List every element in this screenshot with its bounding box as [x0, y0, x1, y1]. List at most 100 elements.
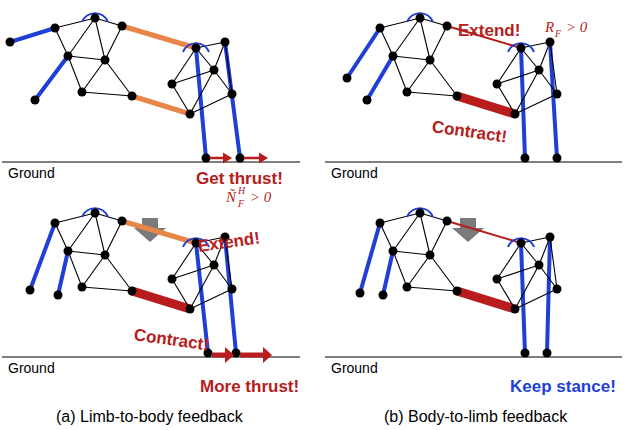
robot	[26, 208, 273, 363]
mass-point	[426, 56, 435, 65]
mass-point	[389, 52, 398, 61]
truss	[393, 56, 407, 92]
truss	[393, 56, 430, 60]
truss	[68, 251, 105, 255]
foot	[26, 286, 35, 295]
mass-point	[91, 209, 100, 218]
mass-point	[64, 247, 73, 256]
mass-point	[186, 110, 195, 119]
mass-point	[511, 305, 520, 314]
mass-point	[416, 209, 425, 218]
callout-text: Keep stance!	[510, 378, 616, 395]
ground-line	[325, 161, 622, 162]
mass-point	[78, 283, 87, 292]
truss	[172, 48, 196, 84]
leg	[547, 237, 550, 353]
mass-point	[376, 219, 385, 228]
math-subscript: F	[238, 199, 244, 209]
mass-point	[403, 283, 412, 292]
mass-point	[128, 92, 137, 101]
mass-point	[453, 92, 462, 101]
foot	[31, 96, 40, 105]
top-actuator	[447, 221, 521, 243]
foot	[54, 291, 63, 300]
mass-point	[426, 251, 435, 260]
truss	[550, 237, 557, 289]
robot	[343, 13, 562, 162]
mass-point	[228, 90, 237, 99]
ground-label: Ground	[8, 361, 55, 375]
truss	[430, 26, 447, 60]
leg	[383, 251, 393, 295]
mass-point	[186, 305, 195, 314]
truss	[380, 223, 393, 251]
robot	[356, 208, 562, 357]
foot	[356, 289, 365, 298]
truss	[420, 213, 430, 255]
thrust-arrowhead	[225, 347, 234, 363]
thrust-arrowhead	[223, 153, 232, 164]
mass-point	[416, 14, 425, 23]
left-actuator	[393, 56, 407, 92]
truss	[407, 60, 430, 92]
left-actuator	[393, 251, 407, 287]
truss	[497, 243, 521, 279]
truss	[497, 48, 521, 84]
joint-arc	[82, 208, 108, 217]
truss	[420, 18, 430, 60]
foot	[553, 154, 562, 163]
truss	[430, 221, 447, 255]
subfigure-caption: (a) Limb-to-body feedback	[56, 409, 243, 425]
truss	[497, 279, 515, 309]
truss	[430, 60, 457, 96]
truss	[172, 243, 196, 279]
truss	[539, 42, 550, 70]
callout-text: Contract!	[431, 118, 508, 145]
truss	[430, 255, 457, 291]
subfigure-caption: (b) Body-to-limb feedback	[384, 409, 567, 425]
math-symbol: Ñ	[226, 190, 236, 205]
top-actuator	[122, 221, 196, 243]
truss	[393, 18, 420, 56]
mass-point	[546, 233, 555, 242]
mass-point	[210, 261, 219, 270]
truss	[539, 237, 550, 265]
mass-point	[443, 22, 452, 31]
truss	[190, 289, 232, 309]
math-superscript: H	[238, 186, 245, 196]
ground-label: Ground	[8, 166, 55, 180]
mass-point	[403, 88, 412, 97]
mass-point	[51, 219, 60, 228]
mass-point	[493, 275, 502, 284]
truss	[407, 255, 430, 287]
truss	[68, 56, 105, 60]
truss	[95, 18, 105, 60]
truss	[393, 213, 420, 251]
truss	[190, 265, 214, 309]
mass-point	[517, 239, 526, 248]
ground-line	[325, 356, 622, 357]
mass-point	[101, 251, 110, 260]
foot	[6, 38, 15, 47]
leg	[196, 48, 206, 158]
math-subscript: F	[555, 29, 561, 39]
joint-arc	[82, 13, 108, 22]
truss	[105, 221, 122, 255]
mass-point	[91, 14, 100, 23]
truss	[172, 279, 190, 309]
truss	[105, 60, 132, 96]
truss	[68, 213, 95, 251]
mass-point	[546, 38, 555, 47]
thrust-arrowhead	[259, 153, 268, 164]
truss	[55, 28, 68, 56]
mass-point	[101, 56, 110, 65]
truss	[68, 251, 82, 287]
foot	[543, 349, 552, 358]
thrust-arrowhead	[263, 347, 272, 363]
leg	[225, 237, 236, 353]
truss	[393, 251, 407, 287]
callout-text: Get thrust!	[196, 170, 283, 187]
truss	[393, 251, 430, 255]
leg	[360, 223, 380, 293]
